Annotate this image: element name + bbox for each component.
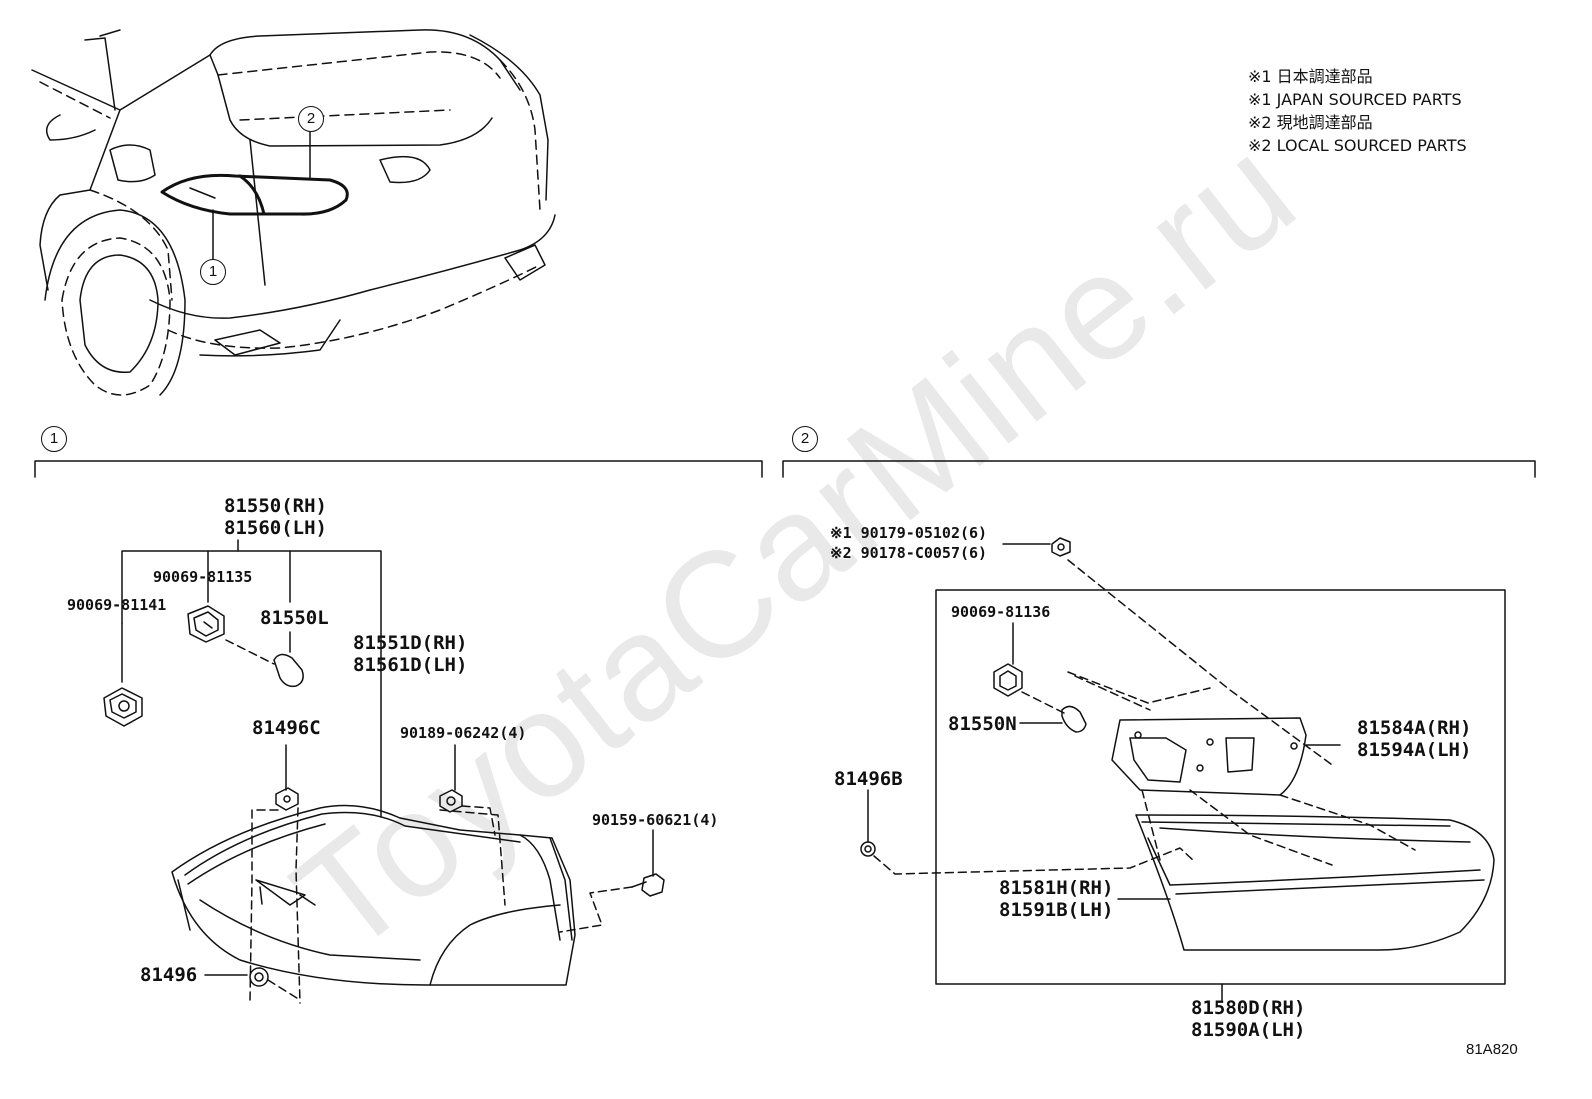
lens-81581h-shape <box>1135 814 1495 951</box>
part-nut-jp-label: ※1 90179-05102(6) <box>830 524 988 542</box>
part-gasket-lh-label: 81594A(LH) <box>1357 739 1472 761</box>
nut-90179-shape <box>1051 537 1071 557</box>
part-nut-local-label: ※2 90178-C0057(6) <box>830 544 988 562</box>
part-assy-rh-label: 81550(RH) <box>224 495 327 517</box>
part-assy-d-rh-label: 81580D(RH) <box>1191 997 1306 1019</box>
part-bulb-n-label: 81550N <box>948 713 1017 735</box>
part-socket-b-label: 90069-81141 <box>67 596 167 614</box>
section-1-bracket <box>34 460 763 478</box>
part-screw-label: 90159-60621(4) <box>592 811 719 829</box>
clip-81496-shape <box>249 967 269 987</box>
note-jp-sourced-en: ※1 JAPAN SOURCED PARTS <box>1248 90 1462 109</box>
part-assy-a-lh-label: 81590A(LH) <box>1191 1019 1306 1041</box>
part-socket-label: 90069-81136 <box>951 603 1051 621</box>
section-2-number: 2 <box>792 426 818 452</box>
section-2-drawing <box>860 537 1506 1001</box>
section-1-drawing <box>103 539 665 1004</box>
overview-callout-1: 1 <box>200 259 226 285</box>
overview-callout-2: 2 <box>298 106 324 132</box>
bulb-81550n-shape <box>1061 705 1087 733</box>
section-1-number: 1 <box>41 426 67 452</box>
vehicle-overview <box>31 29 556 396</box>
part-bulb-label: 81550L <box>260 607 329 629</box>
part-clip-b-label: 81496B <box>834 768 903 790</box>
nut-90189-shape <box>439 789 463 813</box>
part-lens-lh-label: 81561D(LH) <box>353 654 468 676</box>
socket-90069-81135-shape <box>187 605 225 643</box>
figure-reference: 81A820 <box>1466 1041 1518 1058</box>
clip-81496b-shape <box>860 841 876 857</box>
lens-81551d-shape <box>171 804 576 986</box>
note-jp-sourced-ja: ※1 日本調達部品 <box>1248 67 1373 86</box>
socket-90069-81141-shape <box>103 687 143 727</box>
part-assy-lh-label: 81560(LH) <box>224 517 327 539</box>
part-socket-a-label: 90069-81135 <box>153 568 253 586</box>
part-clip-c-label: 81496C <box>252 717 321 739</box>
socket-90069-81136-shape <box>993 663 1023 697</box>
gasket-81584a-shape <box>1111 717 1307 796</box>
section-2-bracket <box>782 460 1536 478</box>
note-local-sourced-en: ※2 LOCAL SOURCED PARTS <box>1248 136 1467 155</box>
part-nut-label: 90189-06242(4) <box>400 724 527 742</box>
part-lens-h-rh-label: 81581H(RH) <box>999 877 1114 899</box>
bulb-81550l-shape <box>273 653 304 688</box>
part-gasket-rh-label: 81584A(RH) <box>1357 717 1472 739</box>
part-lens-rh-label: 81551D(RH) <box>353 632 468 654</box>
part-clip-label: 81496 <box>140 964 198 986</box>
part-lens-b-lh-label: 81591B(LH) <box>999 899 1114 921</box>
screw-90159-shape <box>631 873 665 897</box>
clip-81496c-shape <box>275 787 299 811</box>
note-local-sourced-ja: ※2 現地調達部品 <box>1248 113 1373 132</box>
